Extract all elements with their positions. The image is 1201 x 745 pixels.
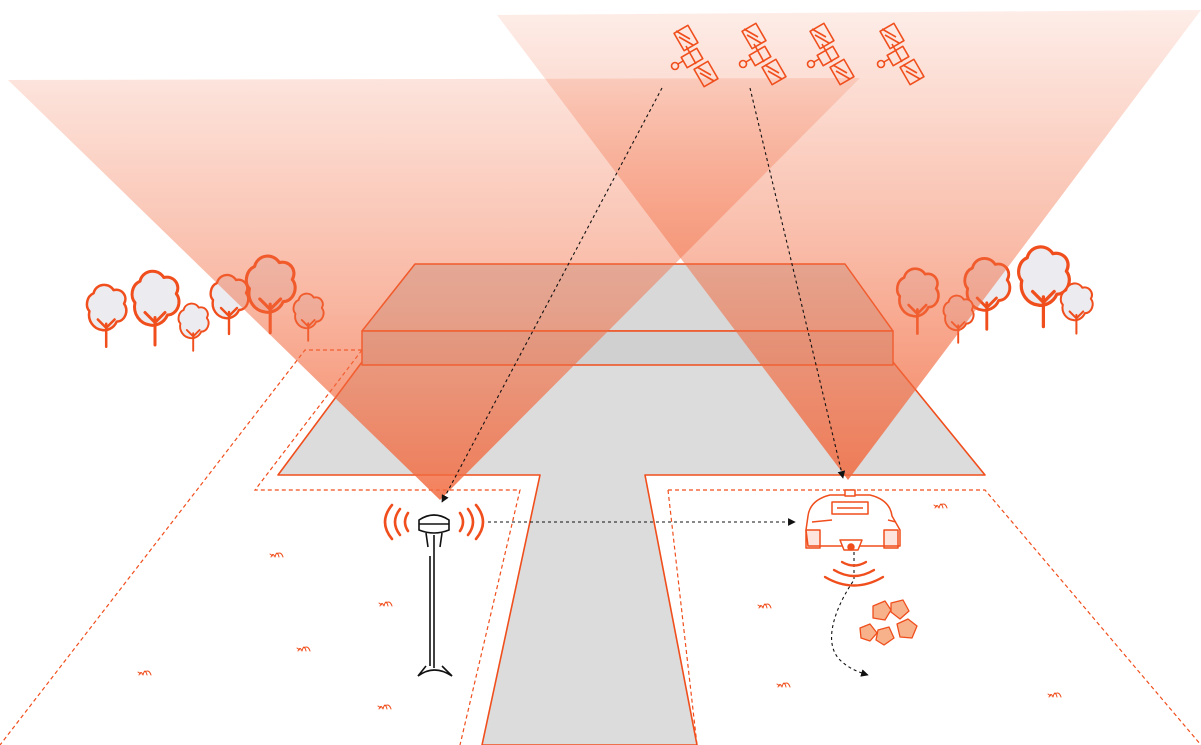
beam-right — [497, 10, 1201, 480]
satellite-to-base-arrow — [441, 87, 663, 503]
radio-signal-icon — [383, 503, 485, 541]
signal-paths — [441, 87, 869, 677]
ultrasonic-sensor-icon — [823, 560, 885, 587]
robotic-mower-icon — [805, 489, 901, 551]
satellite-to-mower-arrow — [749, 87, 846, 479]
signal-beams — [8, 10, 1201, 500]
avoidance-path-arrow — [831, 540, 869, 677]
rtk-base-station-icon — [383, 503, 485, 677]
rocks-obstacle-icon — [859, 599, 918, 646]
